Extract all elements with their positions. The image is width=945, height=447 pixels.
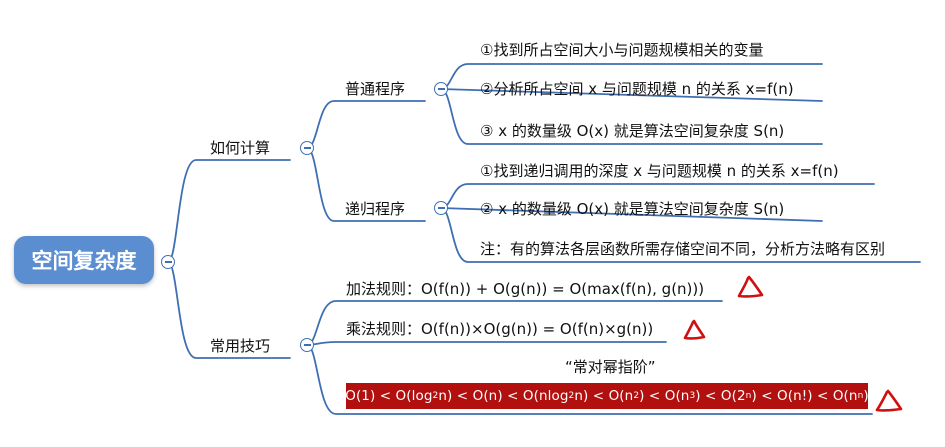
- triangle-mark-icon: [737, 275, 764, 298]
- collapse-minus-icon[interactable]: [161, 255, 175, 269]
- node-how-to-compute[interactable]: 如何计算: [210, 139, 271, 157]
- order-title: “常对幂指阶”: [565, 358, 656, 376]
- formula-part: n) < O(n) < O(nlog: [438, 388, 569, 404]
- formula-part: ) < O(n!) < O(n: [751, 388, 858, 404]
- tricks-addition-rule[interactable]: 加法规则：O(f(n)) + O(g(n)) = O(max(f(n), g(n…: [346, 280, 705, 298]
- formula-subscript: 2: [432, 391, 439, 401]
- ordinary-item-3[interactable]: ③ x 的数量级 O(x) 就是算法空间复杂度 S(n): [480, 122, 785, 140]
- root-label: 空间复杂度: [31, 249, 137, 273]
- formula-part: O(1) < O(log: [345, 388, 433, 404]
- collapse-minus-icon[interactable]: [300, 141, 314, 155]
- root-node[interactable]: 空间复杂度: [14, 236, 154, 284]
- formula-superscript: n: [857, 391, 864, 401]
- formula-subscript: 2: [568, 391, 575, 401]
- edge-compute-ordinary: [306, 100, 426, 149]
- collapse-minus-icon[interactable]: [300, 338, 314, 352]
- tricks-multiplication-rule[interactable]: 乘法规则：O(f(n))×O(g(n)) = O(f(n)×g(n)): [346, 320, 654, 338]
- formula-part: ) < O(2: [695, 388, 746, 404]
- triangle-mark-icon: [683, 319, 706, 340]
- collapse-minus-icon[interactable]: [434, 201, 448, 215]
- collapse-minus-icon[interactable]: [434, 82, 448, 96]
- recursive-item-2[interactable]: ② x 的数量级 O(x) 就是算法空间复杂度 S(n): [480, 200, 785, 218]
- node-common-tricks[interactable]: 常用技巧: [210, 337, 271, 355]
- node-recursive-program[interactable]: 递归程序: [345, 200, 406, 218]
- formula-superscript: 2: [633, 391, 640, 401]
- formula-superscript: n: [745, 391, 752, 401]
- formula-part: ): [863, 388, 869, 404]
- recursive-item-3[interactable]: 注：有的算法各层函数所需存储空间不同，分析方法略有区别: [480, 240, 886, 258]
- edge-root-compute: [167, 159, 291, 263]
- edge-ordinary-2: [440, 88, 823, 102]
- triangle-mark-icon: [875, 389, 903, 412]
- formula-part: n) < O(n: [574, 388, 634, 404]
- formula-part: ) < O(n: [639, 388, 690, 404]
- formula-superscript: 3: [689, 391, 696, 401]
- ordinary-item-2[interactable]: ②分析所占空间 x 与问题规模 n 的关系 x=f(n): [480, 80, 794, 98]
- node-ordinary-program[interactable]: 普通程序: [345, 80, 406, 98]
- edge-recursive-2: [440, 207, 823, 222]
- recursive-item-1[interactable]: ①找到递归调用的深度 x 与问题规模 n 的关系 x=f(n): [480, 162, 839, 180]
- edge-tricks-mul: [306, 341, 667, 346]
- ordinary-item-1[interactable]: ①找到所占空间大小与问题规模相关的变量: [480, 41, 764, 59]
